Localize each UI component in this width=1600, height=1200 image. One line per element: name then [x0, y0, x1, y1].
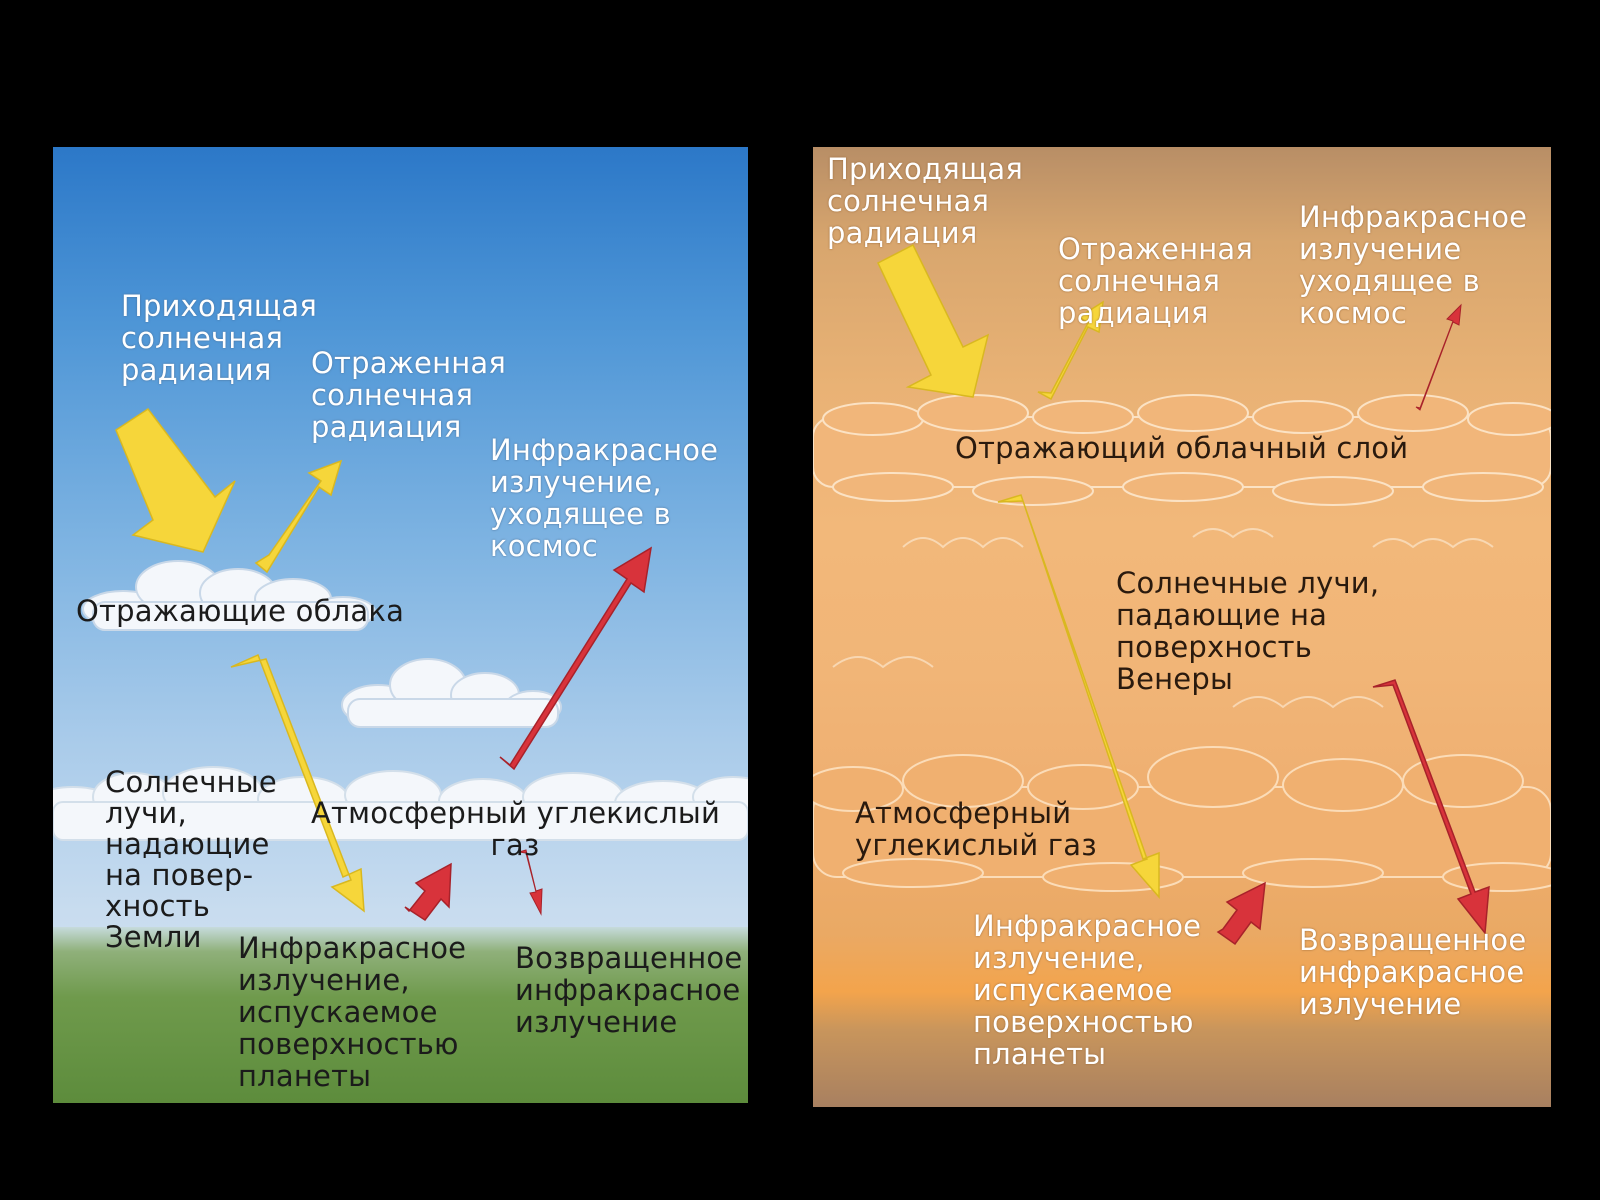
- venus-ir-space-label: Инфракрасное излучение уходящее в космос: [1299, 200, 1528, 330]
- earth-reflected-label: Отраженная солнечная радиация: [311, 346, 507, 444]
- earth-ir-returned-label: Возвращенное инфракрасное излучение: [515, 941, 743, 1039]
- earth-sun-rays-label: Солнечные лучи, надающие на повер- хност…: [105, 765, 277, 954]
- venus-ir-space-arrow: [1415, 303, 1462, 411]
- earth-reflected-arrow: [254, 459, 343, 574]
- venus-reflected-arrow: [1037, 300, 1104, 401]
- earth-ir-emitted-arrow: [404, 862, 452, 922]
- earth-ground: [53, 927, 748, 1103]
- venus-co2-cloud-band: [813, 746, 1551, 892]
- earth-ir-emitted-label: Инфракрасное излучение, испускаемое пове…: [238, 931, 467, 1093]
- venus-greenhouse-panel: Приходящая солнечная радиация Отраженная…: [813, 147, 1551, 1107]
- venus-cloud-wisps: [832, 528, 1494, 709]
- earth-greenhouse-panel: Приходящая солнечная радиация Отраженная…: [53, 147, 748, 1103]
- venus-co2-label: Атмосферный углекислый газ: [855, 796, 1097, 862]
- venus-ir-returned-label: Возвращенное инфракрасное излучение: [1299, 923, 1527, 1021]
- earth-co2-label: Атмосферный углекислый газ: [311, 796, 721, 862]
- earth-graphics: [53, 407, 748, 922]
- earth-ir-returned-arrow: [518, 849, 543, 916]
- earth-middle-cloud: [341, 658, 562, 728]
- venus-reflecting-cloud-layer: [813, 394, 1551, 506]
- earth-incoming-label: Приходящая солнечная радиация: [121, 289, 317, 387]
- earth-clouds-label: Отражающие облака: [76, 594, 405, 628]
- earth-reflecting-cloud: [82, 560, 376, 631]
- venus-incoming-arrow: [877, 243, 990, 398]
- venus-graphics: [813, 243, 1551, 946]
- venus-ir-emitted-label: Инфракрасное излучение, испускаемое пове…: [973, 909, 1202, 1071]
- earth-ir-space-arrow: [499, 546, 652, 771]
- venus-sun-rays-arrow: [997, 494, 1160, 899]
- venus-incoming-label: Приходящая солнечная радиация: [827, 152, 1023, 250]
- earth-incoming-arrow: [115, 407, 236, 553]
- venus-reflected-label: Отраженная солнечная радиация: [1058, 232, 1254, 330]
- earth-cloud-band: [53, 766, 748, 841]
- venus-sun-rays-label: Солнечные лучи, падающие на поверхность …: [1116, 566, 1380, 696]
- venus-ir-emitted-arrow: [1216, 881, 1266, 946]
- venus-cloud-layer-label: Отражающий облачный слой: [955, 431, 1409, 465]
- earth-sun-rays-arrow: [230, 653, 365, 913]
- earth-ir-space-label: Инфракрасное излучение, уходящее в космо…: [490, 433, 719, 563]
- venus-ir-returned-arrow: [1372, 679, 1490, 935]
